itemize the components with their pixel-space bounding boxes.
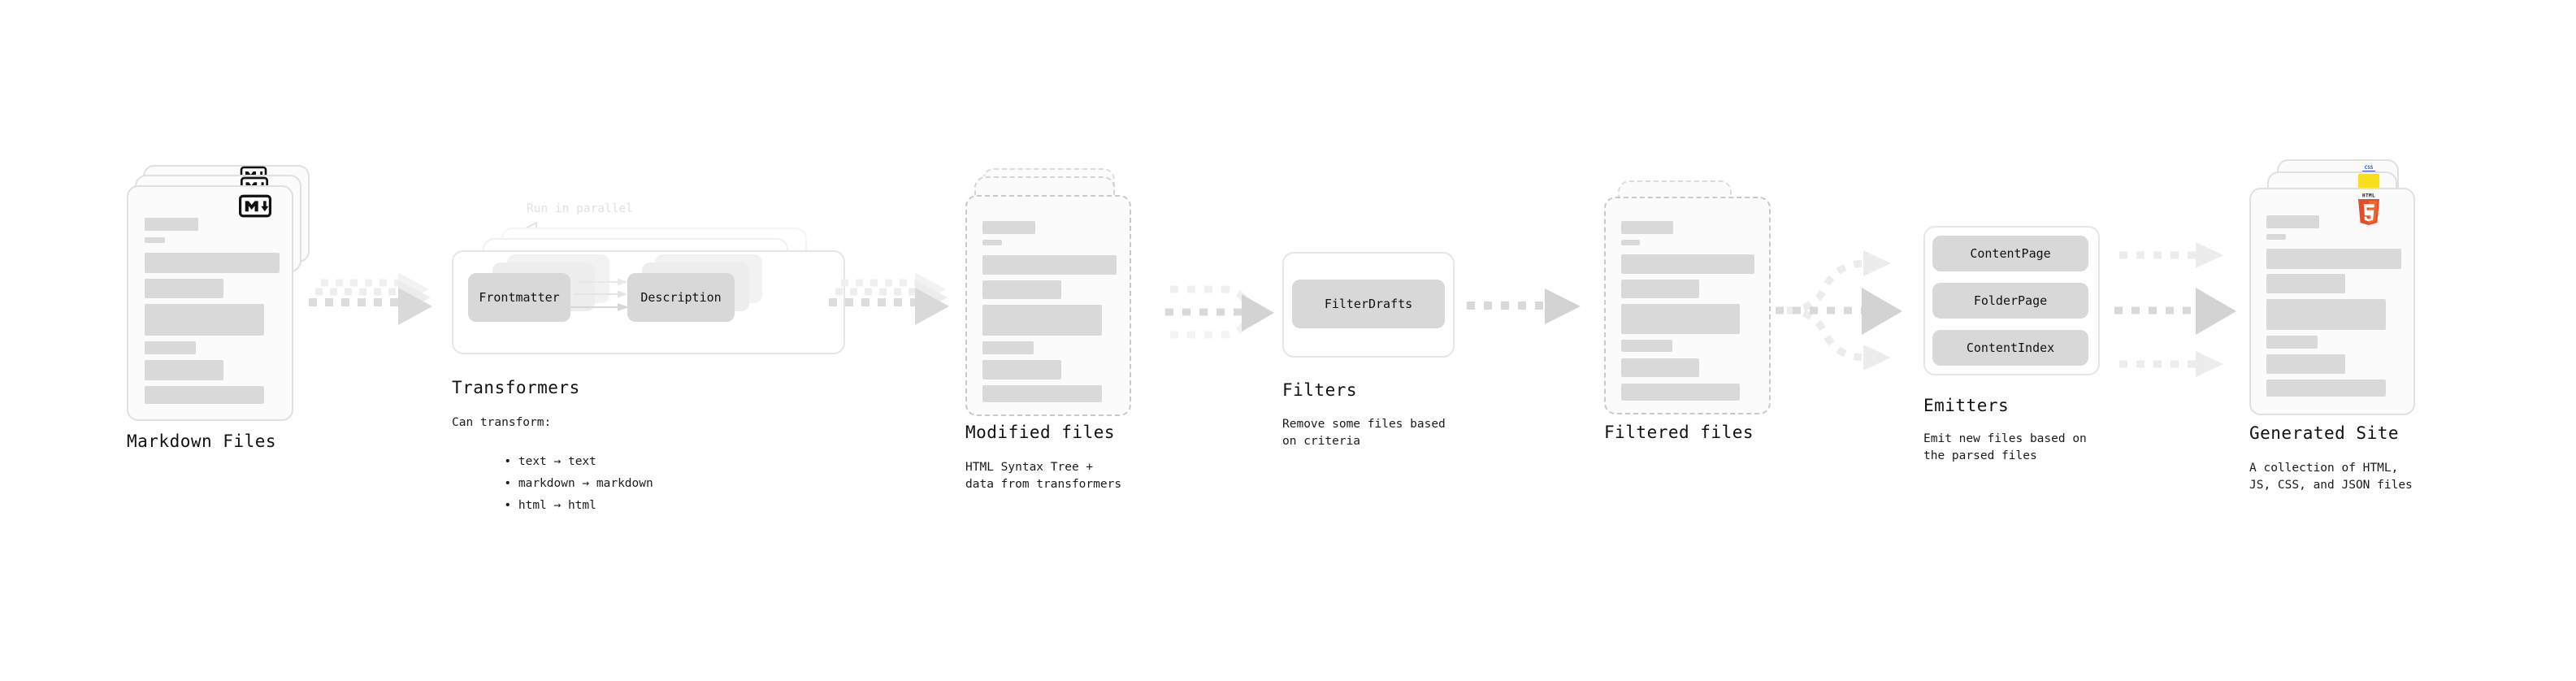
transformer-chip-frontmatter[interactable]: Frontmatter bbox=[468, 273, 570, 322]
stage-title-emitters: Emitters bbox=[1923, 396, 2010, 415]
content-bar bbox=[982, 360, 1061, 380]
arrow-emitters-to-site bbox=[2114, 242, 2236, 377]
stage-desc-emitters: Emit new files based on the parsed files bbox=[1923, 432, 2087, 462]
svg-text:HTML: HTML bbox=[2362, 193, 2375, 199]
content-bar bbox=[2266, 215, 2319, 228]
content-bar bbox=[1621, 254, 1754, 274]
site-card-front bbox=[2249, 188, 2415, 415]
content-bar bbox=[145, 218, 198, 231]
content-bar bbox=[1621, 384, 1740, 401]
stage-title-filters: Filters bbox=[1282, 380, 1358, 400]
transformer-inner-arrows bbox=[569, 278, 629, 311]
arrow-transformers-to-modified bbox=[829, 272, 949, 325]
run-in-parallel-label: Run in parallel bbox=[527, 202, 633, 215]
markdown-icon bbox=[238, 194, 272, 218]
js-icon bbox=[2358, 174, 2379, 189]
content-bar bbox=[145, 304, 264, 336]
content-bar bbox=[145, 341, 196, 354]
stage-title-generated-site: Generated Site bbox=[2249, 423, 2400, 443]
content-bar bbox=[2266, 234, 2286, 240]
content-bar bbox=[2266, 380, 2386, 397]
content-bar bbox=[2266, 336, 2318, 349]
bullet-text: text → text bbox=[518, 455, 596, 468]
bullet-text: html → html bbox=[518, 499, 596, 512]
content-bar bbox=[145, 237, 165, 243]
stage-desc-generated-site: A collection of HTML, JS, CSS, and JSON … bbox=[2249, 462, 2413, 492]
content-bar bbox=[2266, 299, 2386, 330]
bullet-dot: • bbox=[504, 455, 518, 468]
content-bar bbox=[1621, 221, 1673, 234]
content-bar bbox=[982, 280, 1061, 299]
svg-text:CSS: CSS bbox=[2365, 165, 2374, 171]
transformer-bullet-2: • html → html bbox=[462, 480, 596, 531]
content-bar bbox=[982, 385, 1102, 402]
markdown-card-front bbox=[127, 185, 293, 421]
content-bar bbox=[982, 221, 1035, 234]
stage-title-markdown-files: Markdown Files bbox=[127, 432, 277, 451]
bullet-dot: • bbox=[504, 477, 518, 490]
transformer-bullet-1: • markdown → markdown bbox=[462, 458, 653, 510]
arrow-modified-to-filters bbox=[1165, 285, 1274, 339]
modified-card-front bbox=[965, 195, 1131, 416]
html5-icon: HTML bbox=[2358, 193, 2379, 225]
filter-chip-filterdrafts[interactable]: FilterDrafts bbox=[1292, 280, 1445, 328]
arrow-filters-to-filtered bbox=[1467, 288, 1581, 324]
content-bar bbox=[1621, 304, 1740, 334]
emitter-chip-folderpage[interactable]: FolderPage bbox=[1932, 283, 2088, 319]
content-bar bbox=[2266, 354, 2345, 374]
bullet-text: markdown → markdown bbox=[518, 477, 653, 490]
arrow-filtered-to-emitters bbox=[1776, 250, 1902, 371]
transformer-bullet-0: • text → text bbox=[462, 436, 596, 488]
content-bar bbox=[145, 279, 223, 298]
content-bar bbox=[145, 253, 280, 273]
content-bar bbox=[982, 255, 1117, 275]
stage-title-filtered-files: Filtered files bbox=[1604, 423, 1754, 442]
content-bar bbox=[145, 360, 223, 380]
content-bar bbox=[1621, 340, 1672, 352]
content-bar bbox=[2266, 274, 2345, 293]
content-bar bbox=[1621, 240, 1640, 245]
emitter-chip-contentindex[interactable]: ContentIndex bbox=[1932, 330, 2088, 366]
content-bar bbox=[1621, 280, 1699, 298]
arrow-markdown-to-transformers bbox=[309, 272, 432, 325]
bullet-dot: • bbox=[504, 499, 518, 512]
content-bar bbox=[1621, 358, 1699, 377]
content-bar bbox=[145, 386, 264, 404]
transformer-chip-description[interactable]: Description bbox=[627, 273, 735, 322]
stage-desc-filters: Remove some files based on criteria bbox=[1282, 418, 1446, 448]
filtered-card-front bbox=[1604, 197, 1771, 414]
stage-desc-transformers: Can transform: bbox=[452, 416, 552, 429]
content-bar bbox=[982, 305, 1102, 336]
content-bar bbox=[982, 240, 1002, 245]
stage-title-modified-files: Modified files bbox=[965, 423, 1116, 442]
content-bar bbox=[982, 341, 1034, 354]
content-bar bbox=[2266, 249, 2401, 269]
stage-desc-modified-files: HTML Syntax Tree + data from transformer… bbox=[965, 461, 1122, 491]
emitter-chip-contentpage[interactable]: ContentPage bbox=[1932, 236, 2088, 271]
stage-title-transformers: Transformers bbox=[452, 378, 580, 397]
